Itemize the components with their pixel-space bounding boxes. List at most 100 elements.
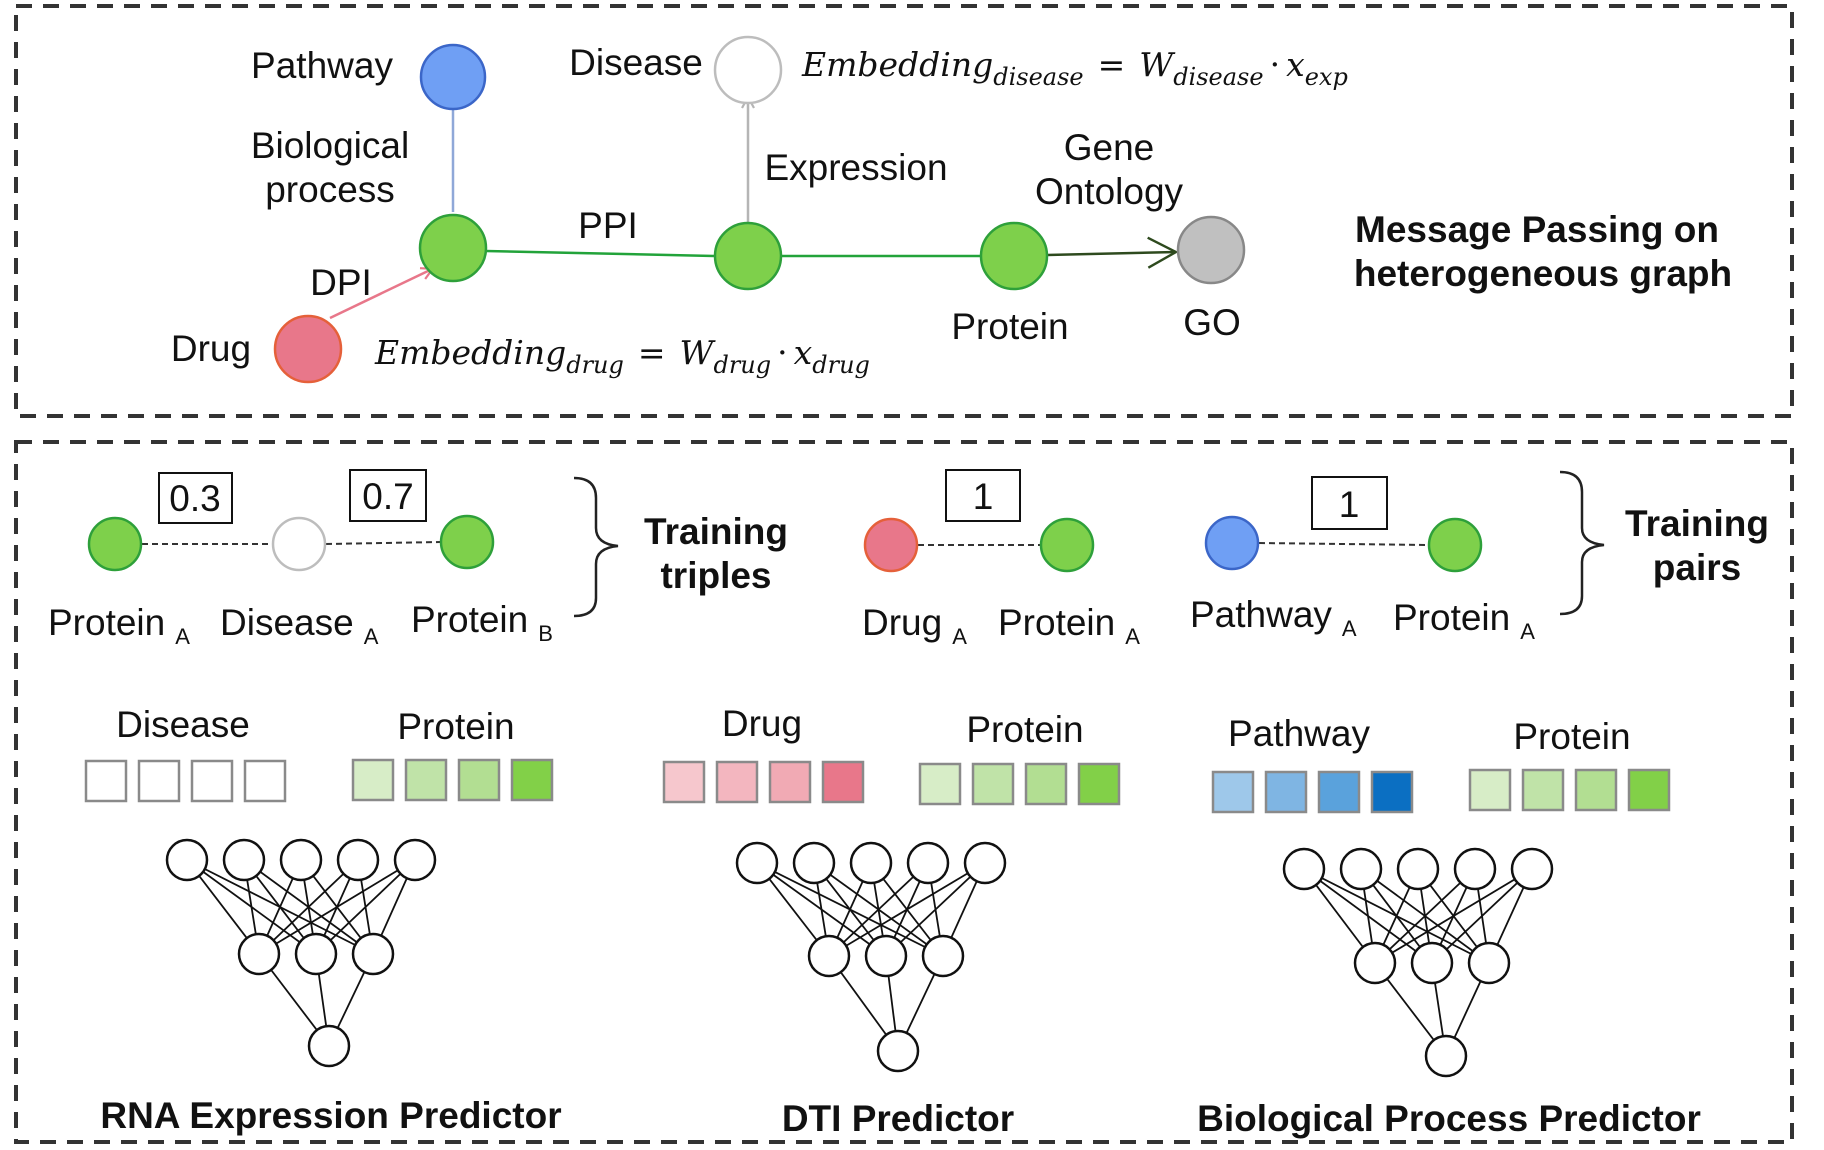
network-edge [828,862,986,957]
drug-node [273,314,343,384]
right-embedding-cell [918,762,962,806]
dti-predictor: Drug Protein DTI Predictor [662,703,1121,1139]
predictor-right-label: Protein [397,706,514,747]
input-neuron [906,841,950,885]
input-neuron [1396,847,1440,891]
left-embedding-cell [821,760,865,804]
predictor-left-label: Pathway [1228,713,1370,754]
ppi-edge [485,249,715,258]
triple-weight-box-1 [158,472,233,524]
right-embedding-cell [457,758,501,802]
left-embedding-cell [715,760,759,804]
input-neuron [222,838,266,882]
training-triples-line1: Training [644,511,788,552]
predictor-right-label: Protein [1513,716,1630,757]
network-edge [1374,868,1476,964]
input-neuron [1339,847,1383,891]
gene-ontology-label-line2: Ontology [1035,171,1184,212]
triple-weight-box-2 [349,469,427,522]
network-edge [1374,868,1533,964]
pathway-pair-edge [1258,542,1429,546]
predictor-name: DTI Predictor [782,1098,1014,1139]
hidden-neuron [1353,941,1397,985]
protein-node-3 [979,221,1049,291]
top-panel-border [14,4,1794,418]
right-embedding-cell [510,758,554,802]
ppi-label: PPI [578,205,638,246]
right-embedding-cell [1521,768,1565,812]
pair-pathway-a-node [1204,515,1260,571]
right-embedding-cell [971,762,1015,806]
left-embedding-cell [1264,770,1308,814]
output-neuron [307,1024,351,1068]
pair-protein-a-node-2 [1427,517,1483,573]
pathway-node [419,43,487,111]
drug-pair-weight-box [945,469,1021,522]
triple-weight-2: 0.7 [362,476,413,517]
pair-protein-a-node-1 [1039,517,1095,573]
output-neuron [1424,1034,1468,1078]
network-edge [258,859,359,955]
disease-embedding-equation: Embeddingdisease=Wdisease·xexp [801,45,1348,91]
right-embedding-cell [1574,768,1618,812]
hidden-neuron [807,934,851,978]
training-pairs-line1: Training [1625,503,1769,544]
right-embedding-cell [1024,762,1068,806]
input-neuron [792,841,836,885]
left-embedding-cell [190,759,234,803]
gene-ontology-label-line1: Gene [1064,127,1155,168]
rna-expression-predictor: Disease Protein RNA Expression Predictor [84,704,562,1136]
message-passing-title-line2: heterogeneous graph [1354,253,1732,294]
left-embedding-cell [84,759,128,803]
drug-label: Drug [171,328,251,369]
triple-protein-a-node [87,516,143,572]
protein-node-2 [713,221,783,291]
predictor-left-label: Disease [116,704,250,745]
biological-process-label-line1: Biological [251,125,409,166]
hidden-neuron [237,932,281,976]
biological-process-label-line2: process [265,169,395,210]
input-neuron [336,838,380,882]
dpi-label: DPI [310,262,372,303]
protein-node-1 [418,213,488,283]
predictor-right-label: Protein [966,709,1083,750]
pair-drug-a-node [863,517,919,573]
input-neuron [1282,847,1326,891]
left-embedding-cell [1370,770,1414,814]
input-neuron [393,838,437,882]
right-embedding-cell [351,758,395,802]
pairs-brace [1559,470,1605,616]
hidden-neuron [351,932,395,976]
triple-weight-1: 0.3 [169,478,220,519]
right-embedding-cell [1077,762,1121,806]
pathway-label: Pathway [251,45,393,86]
pathway-pair-weight: 1 [1339,484,1360,525]
message-passing-title-line1: Message Passing on [1355,209,1719,250]
disease-node [713,35,783,105]
input-neuron [279,838,323,882]
network-edge [885,862,986,957]
predictor-name: RNA Expression Predictor [100,1095,561,1136]
hidden-neuron [1410,941,1454,985]
training-pairs-line2: pairs [1653,547,1741,588]
right-embedding-cell [1627,768,1671,812]
triple-disease-a-node [271,516,327,572]
hidden-neuron [1467,941,1511,985]
training-triples-line2: triples [660,555,771,596]
gene-ontology-edge [1046,236,1179,269]
left-embedding-cell [1211,770,1255,814]
network-edge [1431,868,1533,964]
triple-edge-2 [325,541,441,545]
input-neuron [735,841,779,885]
pathway-pair-weight-box [1311,476,1388,530]
right-embedding-cell [1468,768,1512,812]
protein-label: Protein [951,306,1068,347]
dpi-edge [329,271,428,320]
network-edge [258,859,416,955]
go-label: GO [1183,302,1241,343]
